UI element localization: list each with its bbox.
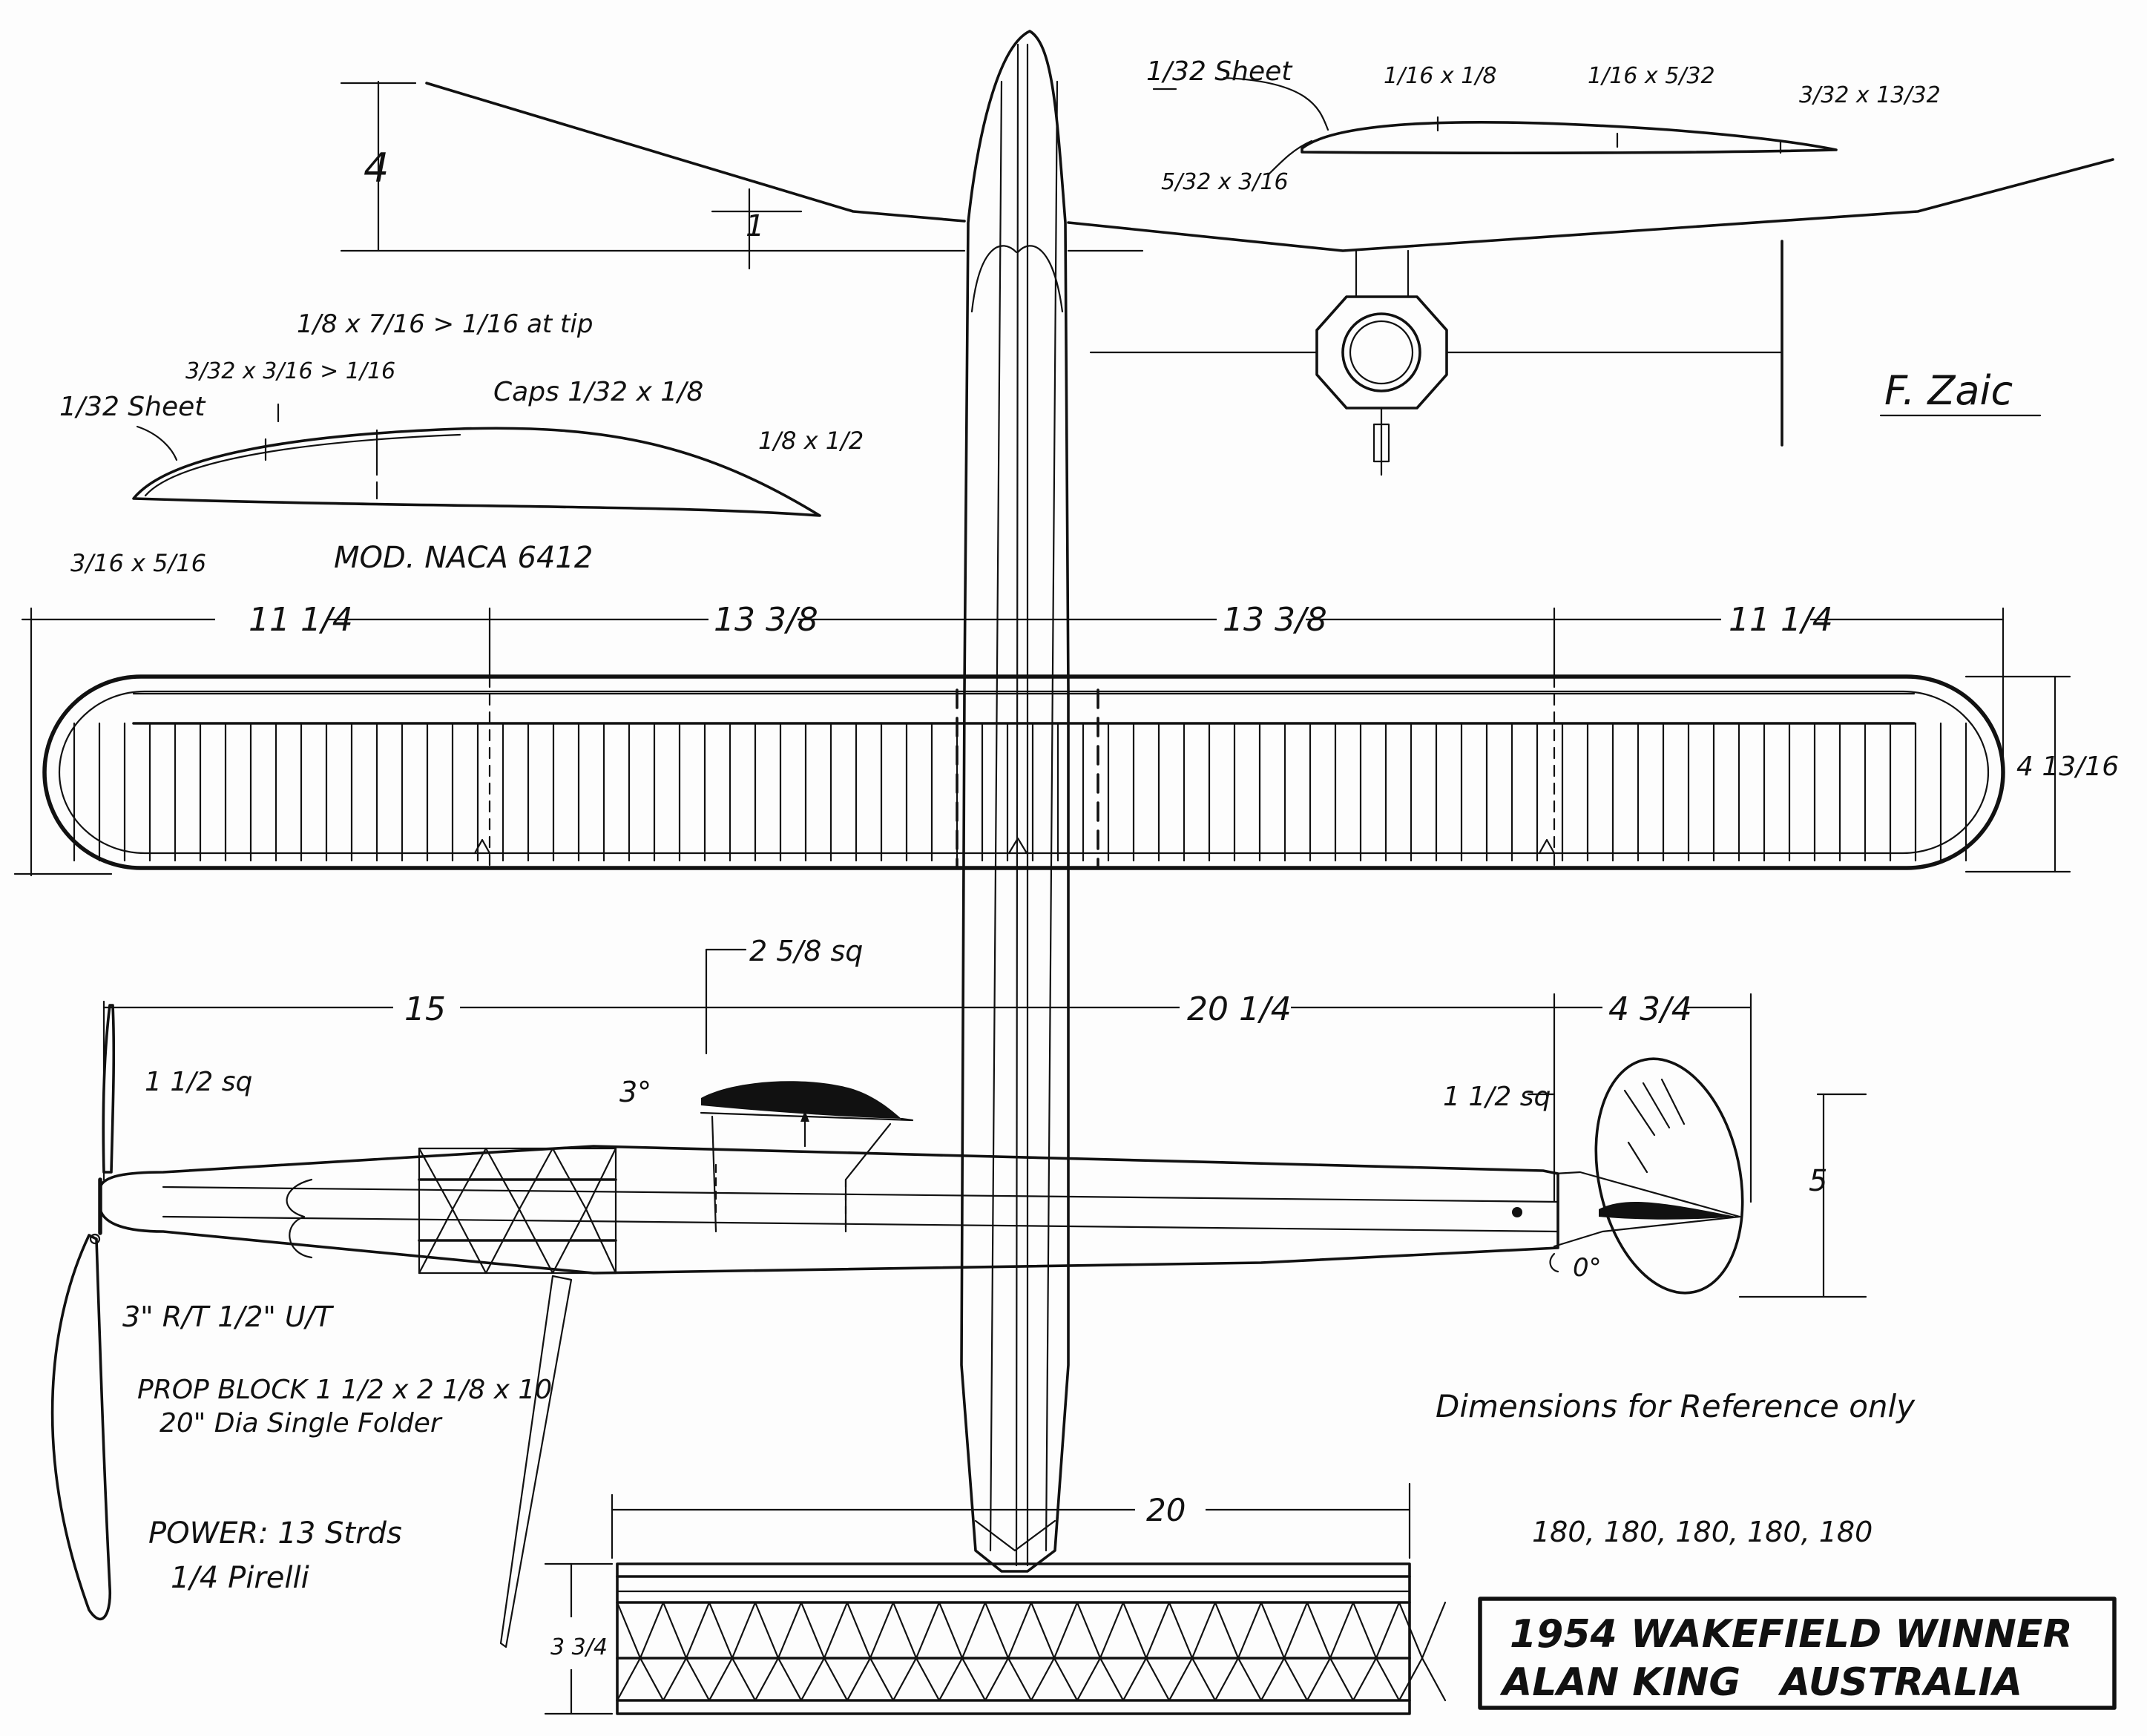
fin-height-label: 5: [1809, 1164, 1827, 1198]
front-view: 4 1: [340, 80, 2114, 476]
rubber-label: 1/4 Pirelli: [171, 1561, 309, 1595]
stab-rib: [1260, 1657, 1309, 1702]
stab-spar-front-label: 1/16 x 1/8: [1384, 63, 1496, 89]
fuselage-side-view: [98, 1057, 1744, 1295]
wing-le-label: 3/16 x 5/16: [70, 549, 206, 577]
stab-rib: [1030, 1657, 1079, 1702]
title-country: AUSTRALIA: [1778, 1660, 2022, 1705]
title-block: 1954 WAKEFIELD WINNER ALAN KING AUSTRALI…: [1478, 1597, 2117, 1710]
stab-rib: [984, 1657, 1033, 1702]
stab-spar-rear-label: 1/16 x 5/32: [1588, 63, 1715, 89]
stab-rib: [1214, 1657, 1263, 1702]
stab-rib: [1352, 1657, 1401, 1702]
stab-le-label: 5/32 x 3/16: [1161, 169, 1289, 195]
reference-note: Dimensions for Reference only: [1436, 1388, 1916, 1424]
stab-rib: [846, 1657, 895, 1702]
stab-rib: [800, 1601, 849, 1660]
fuselage-top-view: [960, 30, 1070, 1573]
stab-rib: [1168, 1601, 1217, 1660]
dihedral-rise-label: 4: [364, 145, 389, 191]
wing-span-dimensions: 11 1/4 13 3/8 13 3/8 11 1/4 4 13/16: [13, 599, 2119, 877]
span-outer-left-label: 11 1/4: [249, 601, 353, 639]
stab-rib: [708, 1657, 757, 1702]
stab-rib: [938, 1601, 987, 1660]
stab-le-sheet-label: 1/32 Sheet: [1146, 56, 1293, 87]
stab-rib: [1168, 1657, 1217, 1702]
pylon-angle-label: 3°: [619, 1076, 651, 1108]
stab-rib: [1398, 1601, 1447, 1660]
stab-rib: [1122, 1601, 1171, 1660]
stab-rib: [984, 1601, 1033, 1660]
nose-length-label: 15: [404, 990, 446, 1028]
stab-te-label: 3/32 x 13/32: [1799, 82, 1941, 108]
wing-cap-spar-label: 1/8 x 7/16 > 1/16 at tip: [297, 309, 593, 339]
wing-plan-view: [42, 674, 2005, 870]
span-inner-right-label: 13 3/8: [1223, 601, 1327, 639]
title-line1: 1954 WAKEFIELD WINNER: [1510, 1612, 2073, 1657]
span-outer-right-label: 11 1/4: [1729, 601, 1833, 639]
stab-rib: [846, 1601, 895, 1660]
stab-rib: [1398, 1657, 1447, 1702]
title-designer: ALAN KING: [1499, 1660, 1740, 1705]
wing-ribs: [73, 722, 1967, 862]
nose-area-label: 1 1/2 sq: [145, 1067, 252, 1097]
pylon-area-label: 2 5/8 sq: [749, 935, 863, 967]
stab-rib: [892, 1601, 941, 1660]
stab-rib: [1076, 1657, 1125, 1702]
stabilizer-plan-view: 20 3 3/4: [544, 1482, 1447, 1715]
stab-rib: [616, 1601, 665, 1660]
thrust-line-label: 3" R/T 1/2" U/T: [122, 1301, 335, 1333]
stab-rib: [1306, 1657, 1355, 1702]
landing-gear: [499, 1275, 573, 1648]
side-view-dimensions: 15 20 1/4 4 3/4 2 5/8 sq 1 1/2 sq 3° 1 1…: [102, 935, 1867, 1298]
stab-rib: [1306, 1601, 1355, 1660]
stab-diagonal-ribs: [616, 1601, 1447, 1702]
series-list: 180, 180, 180, 180, 180: [1532, 1516, 1873, 1548]
stab-rib: [1076, 1601, 1125, 1660]
stab-rib: [1352, 1601, 1401, 1660]
tail-moment-label: 20 1/4: [1187, 990, 1292, 1028]
stab-rib: [754, 1601, 803, 1660]
power-label: POWER: 13 Strds: [148, 1516, 402, 1551]
designer-signature: F. Zaic: [1879, 367, 2042, 417]
wing-te-label: 1/8 x 1/2: [758, 427, 864, 455]
stab-span-label: 20: [1146, 1492, 1186, 1528]
prop-spec-label: 20" Dia Single Folder: [160, 1408, 443, 1439]
fin-area-label: 1 1/2 sq: [1443, 1082, 1551, 1112]
stab-rib: [1030, 1601, 1079, 1660]
stab-chord-label: 3 3/4: [550, 1634, 608, 1660]
wing-chord-label: 4 13/16: [2016, 752, 2119, 782]
propeller: [50, 1004, 116, 1621]
stab-rib: [754, 1657, 803, 1702]
stab-rib: [938, 1657, 987, 1702]
prop-block-label: PROP BLOCK 1 1/2 x 2 1/8 x 10: [137, 1375, 552, 1405]
wing-le-sheet-label: 1/32 Sheet: [59, 392, 206, 422]
wing-caps-label: Caps 1/32 x 1/8: [493, 377, 703, 407]
stab-rib: [1214, 1601, 1263, 1660]
stab-rib: [800, 1657, 849, 1702]
stab-rib: [708, 1601, 757, 1660]
span-inner-left-label: 13 3/8: [714, 601, 818, 639]
airfoil-label: MOD. NACA 6412: [334, 541, 593, 575]
signature-text: F. Zaic: [1884, 367, 2013, 414]
stab-rib: [1260, 1601, 1309, 1660]
tail-angle-label: 0°: [1573, 1253, 1602, 1283]
wing-airfoil-section: 1/8 x 7/16 > 1/16 at tip 1/32 Sheet 3/32…: [59, 309, 864, 577]
stab-rib: [1122, 1657, 1171, 1702]
stab-rib: [616, 1657, 665, 1702]
fin-chord-label: 4 3/4: [1608, 990, 1692, 1028]
stab-rib: [662, 1657, 711, 1702]
wing-front-spar-label: 3/32 x 3/16 > 1/16: [185, 358, 395, 384]
stab-rib: [662, 1601, 711, 1660]
stab-rib: [892, 1657, 941, 1702]
stab-airfoil-section: 1/32 Sheet 1/16 x 1/8 1/16 x 5/32 3/32 x…: [1146, 56, 1941, 195]
dihedral-run-label: 1: [746, 209, 764, 243]
